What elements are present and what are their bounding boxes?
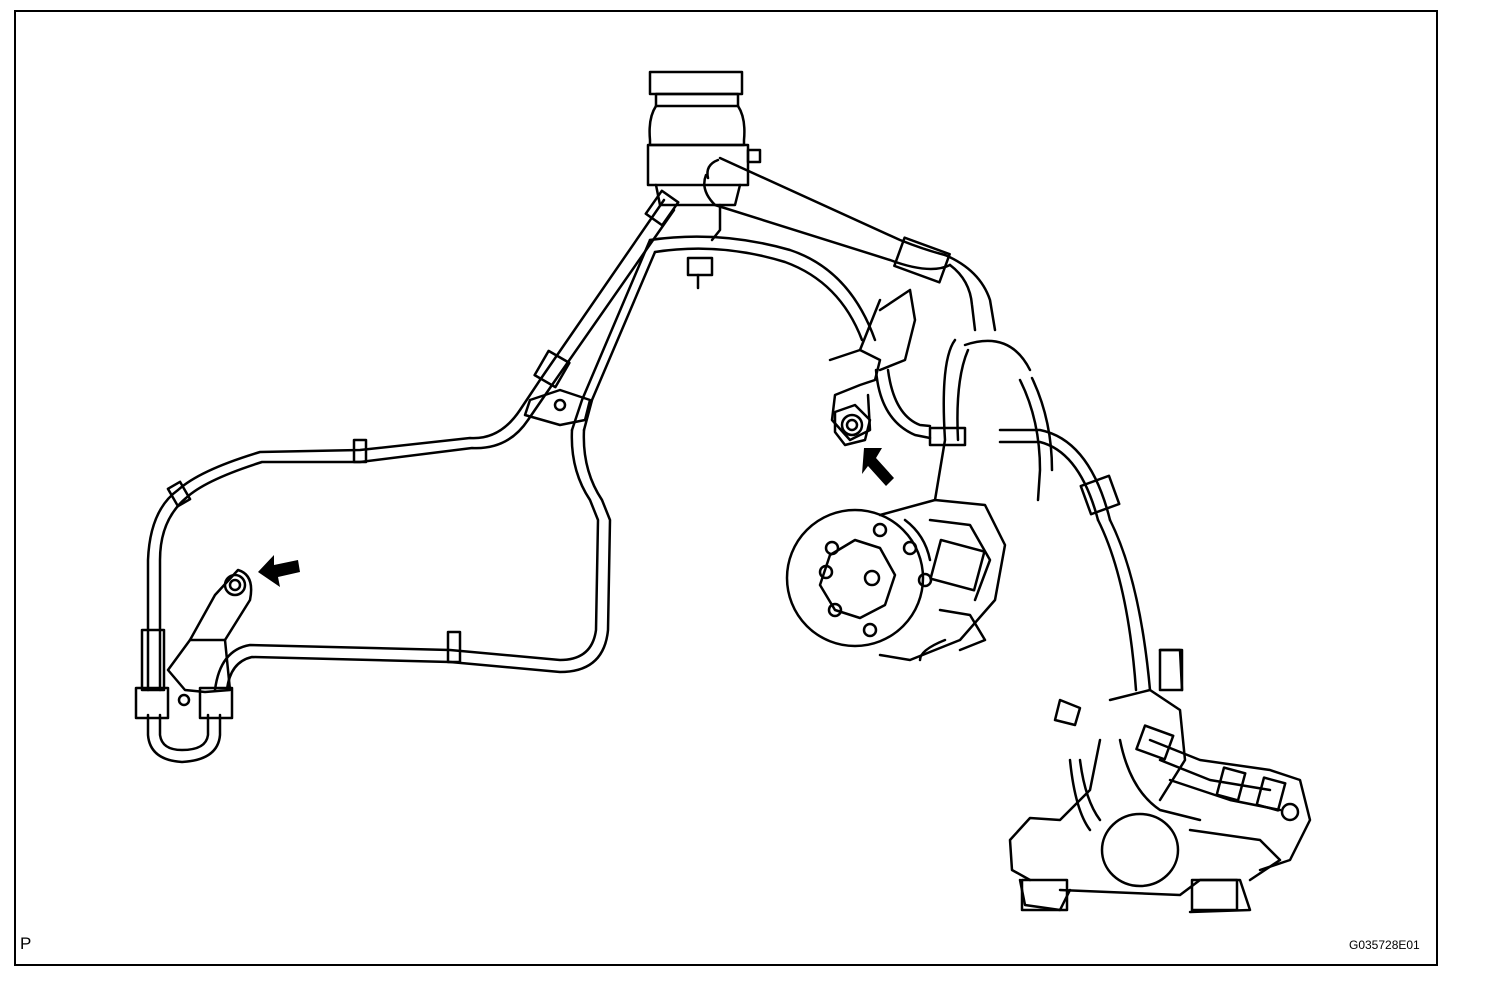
- bolt-right: [833, 403, 872, 447]
- tube-clamp-bracket: [523, 203, 967, 447]
- arrow-icon: [258, 448, 894, 587]
- pressure-tube-assembly: [134, 189, 877, 764]
- vane-pump: [785, 498, 1007, 662]
- steering-gear-housing: [1008, 648, 1312, 914]
- bolt-left: [166, 568, 253, 707]
- arrow-to-right-bolt: [862, 448, 894, 486]
- return-hose: [703, 156, 1152, 692]
- figure-frame: [14, 10, 1438, 966]
- reservoir-tank: [646, 70, 762, 207]
- arrow-to-left-bolt: [258, 555, 300, 587]
- corner-letter: P: [20, 934, 32, 953]
- figure-id: G035728E01: [1349, 938, 1420, 952]
